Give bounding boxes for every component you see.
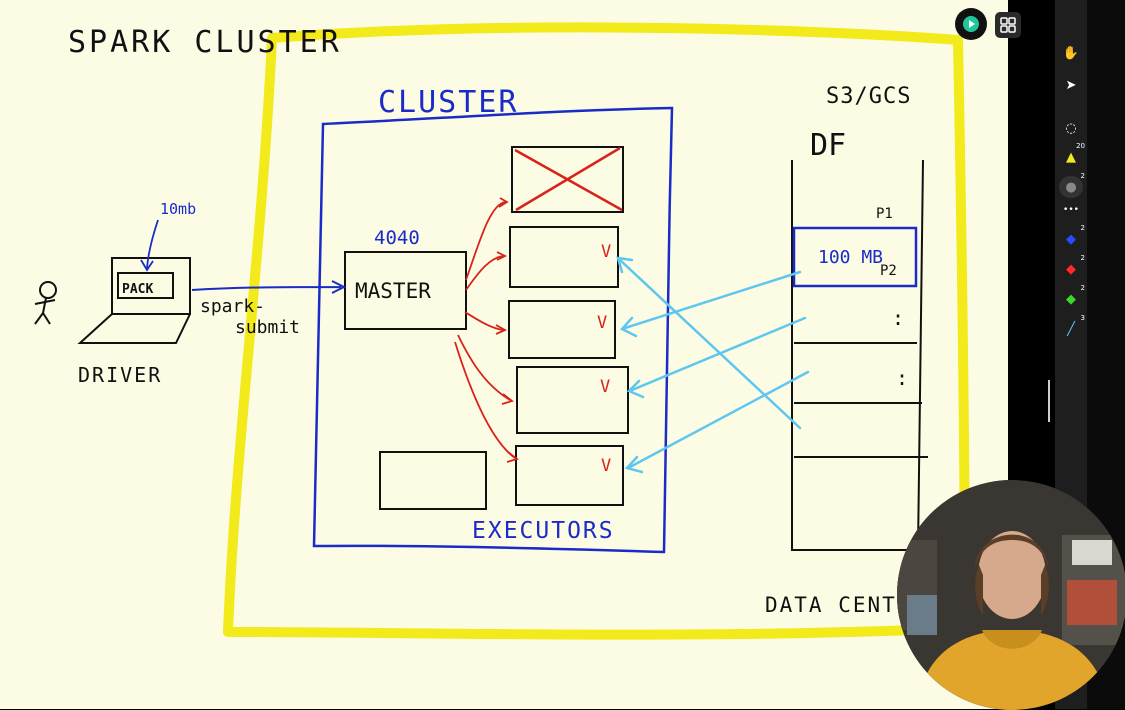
cluster-box bbox=[312, 106, 674, 554]
select-tool-icon[interactable]: ➤ bbox=[1065, 77, 1077, 93]
executor-box-3 bbox=[508, 300, 616, 359]
executor-failed-cross bbox=[514, 146, 623, 212]
user-stick-figure bbox=[34, 281, 57, 325]
hand-tool-icon[interactable]: ✋ bbox=[1062, 45, 1080, 61]
cluster-label: CLUSTER bbox=[378, 85, 518, 120]
executor-box-4 bbox=[516, 366, 629, 434]
partition-2-box bbox=[792, 226, 918, 288]
presenter-video bbox=[897, 480, 1125, 710]
spark-submit-arrow bbox=[191, 280, 347, 294]
partition-size: 100 MB bbox=[818, 247, 883, 268]
master-port: 4040 bbox=[374, 227, 420, 249]
idle-node-box bbox=[379, 451, 487, 510]
partition-ellipsis-1: : bbox=[892, 306, 904, 330]
executor-box-1 bbox=[511, 146, 624, 213]
package-size-arrow bbox=[140, 219, 159, 272]
pen-lock-tool-icon[interactable]: ●2 bbox=[1059, 172, 1085, 198]
more-tools-icon[interactable]: ••• bbox=[1063, 205, 1079, 215]
blue-pen-tool-icon[interactable]: ◆2 bbox=[1066, 224, 1085, 247]
executor-box-5 bbox=[515, 445, 624, 506]
grid-view-button[interactable] bbox=[995, 12, 1021, 38]
package-label: PACK bbox=[122, 282, 153, 297]
executor-ok-mark-3: V bbox=[597, 313, 607, 333]
executors-label: EXECUTORS bbox=[472, 518, 615, 544]
partition-ellipsis-2: : bbox=[896, 366, 908, 390]
driver-label: DRIVER bbox=[78, 363, 162, 387]
play-icon bbox=[963, 16, 979, 32]
green-pen-tool-icon[interactable]: ◆2 bbox=[1066, 284, 1085, 307]
partition-2-label: P2 bbox=[880, 263, 897, 279]
yellow-marker-tool-icon[interactable]: ▲20 bbox=[1066, 142, 1085, 165]
spark-submit-label-1: spark- bbox=[200, 296, 265, 317]
partition-to-executor-arrows bbox=[616, 256, 810, 474]
spark-submit-label-2: submit bbox=[235, 317, 300, 338]
lasso-tool-icon[interactable]: ◌ bbox=[1065, 120, 1077, 136]
master-to-executor-arrows bbox=[454, 197, 519, 463]
presenter-webcam-overlay bbox=[897, 480, 1125, 710]
vertical-scrollbar[interactable] bbox=[1048, 380, 1050, 422]
package-size: 10mb bbox=[160, 200, 196, 218]
master-label: MASTER bbox=[355, 279, 431, 303]
executor-ok-mark-5: V bbox=[601, 456, 611, 476]
play-button[interactable] bbox=[955, 8, 987, 40]
whiteboard-canvas[interactable]: SPARK CLUSTER CLUSTER 4040 MASTER V V V … bbox=[0, 0, 1008, 709]
executor-ok-mark-2: V bbox=[601, 242, 611, 262]
partition-1-label: P1 bbox=[876, 206, 893, 222]
executor-ok-mark-4: V bbox=[600, 377, 610, 397]
dataframe-table bbox=[791, 159, 928, 551]
storage-label: S3/GCS bbox=[826, 84, 911, 109]
whiteboard-drawing: SPARK CLUSTER CLUSTER 4040 MASTER V V V … bbox=[34, 22, 970, 640]
master-box bbox=[344, 251, 467, 330]
data-center-label: DATA CENTE bbox=[765, 593, 911, 617]
driver-laptop bbox=[77, 257, 191, 344]
grid-icon bbox=[1000, 17, 1016, 33]
dataframe-label: DF bbox=[810, 128, 846, 163]
red-pen-tool-icon[interactable]: ◆2 bbox=[1066, 254, 1085, 277]
whiteboard-title: SPARK CLUSTER bbox=[68, 25, 342, 60]
cyan-line-tool-icon[interactable]: ╱3 bbox=[1067, 314, 1085, 337]
top-controls bbox=[955, 8, 1025, 42]
